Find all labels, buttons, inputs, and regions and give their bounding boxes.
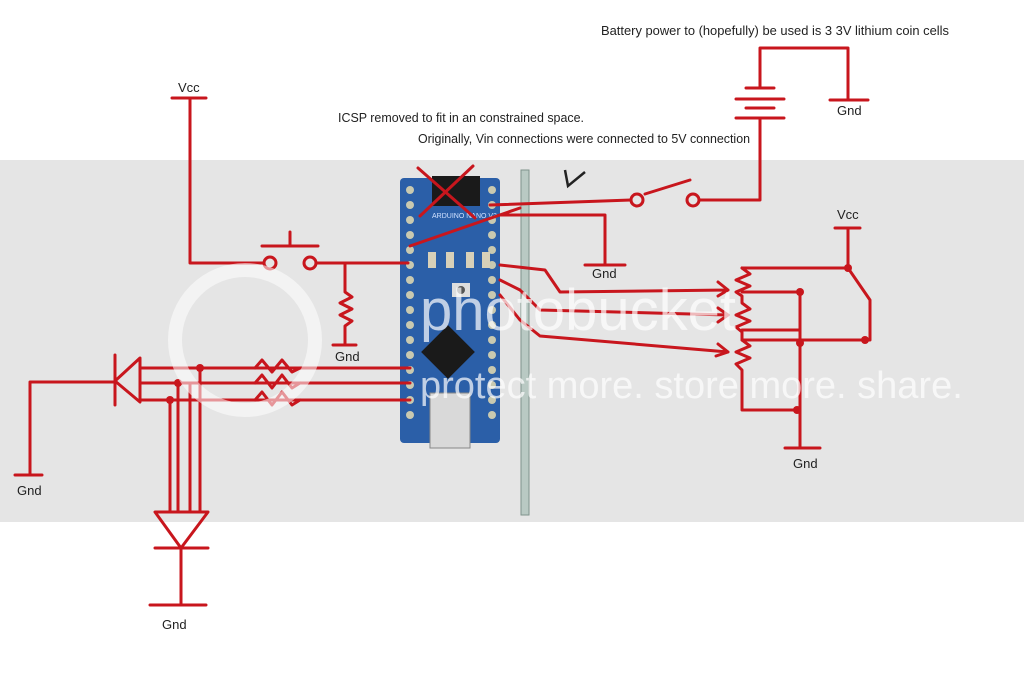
watermark: photobucket protect more. store more. sh… — [168, 263, 963, 417]
gnd-label-diode-bottom: Gnd — [162, 617, 187, 632]
enclosure-edge — [520, 169, 530, 516]
check-mark — [563, 169, 586, 189]
watermark-tagline: protect more. store more. share. — [420, 365, 963, 407]
gnd-label-board: Gnd — [592, 266, 617, 281]
push-button-circuit — [170, 96, 410, 347]
gnd-label-diode-left: Gnd — [17, 483, 42, 498]
icsp-removed-x — [416, 164, 477, 220]
vcc-label-left: Vcc — [178, 80, 200, 95]
gnd-label-battery: Gnd — [837, 103, 862, 118]
board-name: ARDUINO NANO V3 — [432, 213, 497, 220]
vin-note: Originally, Vin connections were connect… — [418, 131, 750, 146]
vcc-label-right: Vcc — [837, 207, 859, 222]
watermark-brand: photobucket — [420, 278, 736, 343]
arduino-nano-board: ARDUINO NANO V3 — [400, 176, 500, 449]
battery-switch-circuit — [408, 46, 870, 267]
left-diode-circuit — [13, 353, 412, 607]
gnd-label-pots: Gnd — [793, 456, 818, 471]
potentiometer-circuit — [498, 226, 872, 450]
icsp-note: ICSP removed to fit in an constrained sp… — [338, 110, 584, 125]
battery-note: Battery power to (hopefully) be used is … — [601, 23, 949, 38]
gnd-label-button: Gnd — [335, 349, 360, 364]
